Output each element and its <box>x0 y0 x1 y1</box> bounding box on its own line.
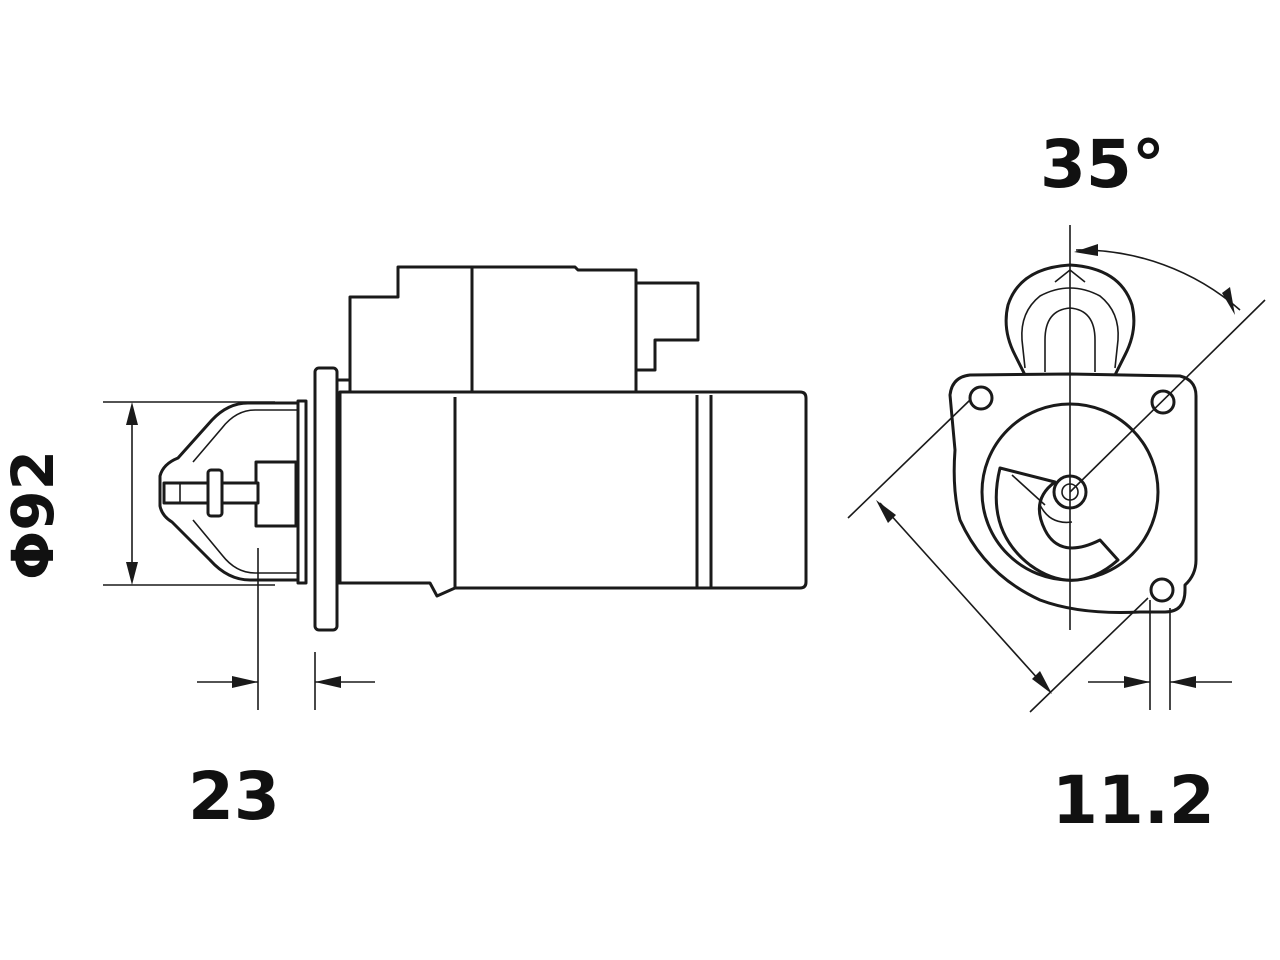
solenoid-housing <box>348 265 474 394</box>
side-view <box>103 265 808 710</box>
mounting-flange <box>313 366 339 632</box>
hole-dimension-label: 11.2 <box>1052 762 1215 839</box>
diameter-dimension-label: Φ92 <box>0 449 67 581</box>
bolt-hole-top-right <box>1150 389 1176 415</box>
offset-dimension-label: 23 <box>188 758 280 835</box>
bolt-hole-top-left <box>968 385 994 411</box>
motor-body <box>338 390 808 598</box>
front-view <box>847 225 1266 713</box>
angle-dimension-label: 35° <box>1040 126 1165 203</box>
pinion-gear <box>254 460 298 528</box>
solenoid-cap <box>470 265 700 394</box>
bolt-hole-bottom-right <box>1149 577 1175 603</box>
